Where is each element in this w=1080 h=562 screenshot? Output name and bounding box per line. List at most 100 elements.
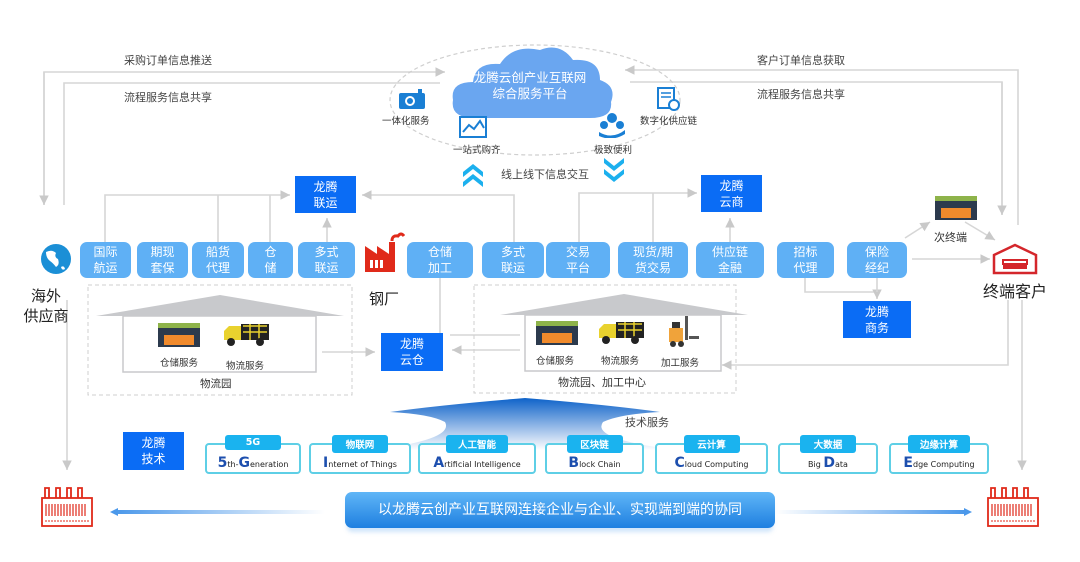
service-storage-processing[interactable]: 仓储加工 bbox=[407, 242, 473, 278]
service-international-shipping[interactable]: 国际航运 bbox=[80, 242, 131, 278]
box-label: 技术 bbox=[141, 452, 166, 466]
overseas-supplier: 海外 供应商 bbox=[18, 286, 74, 326]
box-label: 期现 bbox=[150, 245, 175, 259]
box-label: 储 bbox=[264, 261, 277, 275]
collaboration-banner: 以龙腾云创产业互联网连接企业与企业、实现端到端的协同 bbox=[345, 492, 775, 528]
supplier-line1: 海外 bbox=[30, 287, 61, 305]
service-multimodal-right[interactable]: 多式联运 bbox=[482, 242, 544, 278]
warehouse-goods-icon bbox=[536, 321, 578, 345]
box-label: 货交易 bbox=[634, 261, 671, 275]
center-item-logistics: 物流服务 bbox=[601, 356, 640, 367]
box-label: 龙腾 bbox=[313, 179, 338, 194]
box-label: 供应链 bbox=[711, 245, 748, 259]
convenience-icon bbox=[599, 113, 625, 138]
tech-edge-computing[interactable]: 边缘计算 Edge Computing bbox=[889, 435, 989, 474]
box-label: 多式 bbox=[314, 245, 339, 259]
service-hedging[interactable]: 期现套保 bbox=[137, 242, 188, 278]
truck-icon bbox=[224, 324, 269, 346]
service-storage[interactable]: 仓储 bbox=[248, 242, 293, 278]
feature-label-convenience: 极致便利 bbox=[594, 145, 633, 156]
box-label: 云仓 bbox=[399, 353, 424, 367]
box-label: 商务 bbox=[864, 320, 889, 335]
box-label: 套保 bbox=[150, 261, 175, 275]
tech-services-label: 技术服务 bbox=[625, 416, 669, 429]
warehouse-goods-icon bbox=[935, 196, 977, 220]
center-item-storage: 仓储服务 bbox=[536, 356, 575, 367]
platform-title: 龙腾云创产业互联网 综合服务平台 bbox=[460, 70, 600, 102]
platform-title-line1: 龙腾云创产业互联网 bbox=[473, 70, 587, 85]
flow-label-customer-order: 客户订单信息获取 bbox=[757, 54, 845, 67]
box-label: 多式 bbox=[500, 245, 525, 259]
box-label: 龙腾 bbox=[719, 178, 744, 193]
box-label: 现货/期 bbox=[632, 245, 674, 259]
service-bidding-agency[interactable]: 招标代理 bbox=[777, 242, 834, 278]
longteng-yuncang[interactable]: 龙腾云仓 bbox=[381, 333, 443, 371]
supplier-line2: 供应商 bbox=[23, 307, 69, 325]
warehouse-icon bbox=[992, 243, 1038, 275]
platform-title-line2: 综合服务平台 bbox=[492, 86, 568, 101]
box-label: 云商 bbox=[719, 194, 744, 209]
tech-blockchain[interactable]: 区块链 Block Chain bbox=[545, 435, 644, 474]
service-cargo-agency[interactable]: 船货代理 bbox=[192, 242, 244, 278]
service-supply-finance[interactable]: 供应链金融 bbox=[696, 242, 764, 278]
box-label: 联运 bbox=[313, 195, 338, 210]
box-label: 龙腾 bbox=[141, 436, 166, 450]
box-label: 仓储 bbox=[427, 245, 452, 259]
service-spot-futures[interactable]: 现货/期货交易 bbox=[618, 242, 688, 278]
logistics-park-name: 物流园 bbox=[200, 378, 232, 390]
tech-5g[interactable]: 5G 5th-Generation bbox=[205, 435, 301, 474]
box-label: 龙腾 bbox=[399, 337, 424, 351]
factory-icon bbox=[41, 487, 93, 527]
service-trading-platform[interactable]: 交易平台 bbox=[546, 242, 610, 278]
box-label: 航运 bbox=[93, 261, 118, 275]
steel-plant-label: 钢厂 bbox=[368, 290, 399, 308]
chart-line-icon bbox=[459, 116, 487, 138]
box-label: 金融 bbox=[717, 261, 742, 275]
park-item-storage: 仓储服务 bbox=[160, 358, 199, 369]
flow-label-process-share-right: 流程服务信息共享 bbox=[757, 88, 845, 101]
park-item-logistics: 物流服务 bbox=[226, 361, 265, 372]
digital-document-icon bbox=[657, 87, 680, 111]
cloud-icon bbox=[452, 47, 613, 118]
tech-big-data[interactable]: 大数据 Big Data bbox=[778, 435, 878, 474]
right-flow-arrow bbox=[775, 510, 965, 514]
box-label: 代理 bbox=[205, 261, 230, 275]
processing-center-name: 物流园、加工中心 bbox=[558, 376, 646, 389]
box-label: 保险 bbox=[864, 245, 889, 259]
factory-icon bbox=[365, 232, 405, 272]
box-label: 经纪 bbox=[864, 261, 889, 275]
feature-label-integrated: 一体化服务 bbox=[382, 116, 430, 127]
box-label: 加工 bbox=[427, 261, 452, 275]
box-label: 平台 bbox=[565, 261, 590, 275]
truck-icon bbox=[599, 322, 644, 344]
longteng-lianyun[interactable]: 龙腾联运 bbox=[295, 176, 356, 213]
exchange-label: 线上线下信息交互 bbox=[501, 168, 589, 181]
box-label: 船货 bbox=[205, 245, 230, 259]
tech-cloud-computing[interactable]: 云计算 Cloud Computing bbox=[655, 435, 768, 474]
box-label: 联运 bbox=[500, 261, 525, 275]
factory-icon bbox=[987, 487, 1039, 527]
center-item-processing: 加工服务 bbox=[661, 358, 700, 369]
service-multimodal-left[interactable]: 多式联运 bbox=[298, 242, 355, 278]
box-label: 代理 bbox=[793, 261, 818, 275]
chevrons-up-icon bbox=[463, 164, 483, 187]
flow-label-purchase-order: 采购订单信息推送 bbox=[124, 54, 212, 67]
box-label: 仓 bbox=[264, 245, 277, 259]
feature-label-one-stop: 一站式购齐 bbox=[453, 145, 501, 156]
longteng-shangwu[interactable]: 龙腾商务 bbox=[843, 301, 911, 338]
box-label: 招标 bbox=[793, 245, 818, 259]
tech-iot[interactable]: 物联网 Internet of Things bbox=[309, 435, 411, 474]
box-label: 国际 bbox=[93, 245, 118, 259]
longteng-yunshang[interactable]: 龙腾云商 bbox=[701, 175, 762, 212]
feature-label-digital-supply: 数字化供应链 bbox=[640, 116, 698, 127]
box-label: 龙腾 bbox=[864, 304, 889, 319]
tech-ai[interactable]: 人工智能 Artificial Intelligence bbox=[418, 435, 536, 474]
longteng-jishu[interactable]: 龙腾技术 bbox=[123, 432, 184, 470]
warehouse-goods-icon bbox=[158, 323, 200, 347]
forklift-icon bbox=[669, 316, 699, 347]
integrated-service-icon bbox=[399, 89, 425, 109]
sub-terminal-label: 次终端 bbox=[934, 231, 967, 244]
globe-icon bbox=[41, 244, 71, 274]
service-insurance-brokerage[interactable]: 保险经纪 bbox=[847, 242, 907, 278]
chevrons-down-icon bbox=[604, 158, 624, 182]
